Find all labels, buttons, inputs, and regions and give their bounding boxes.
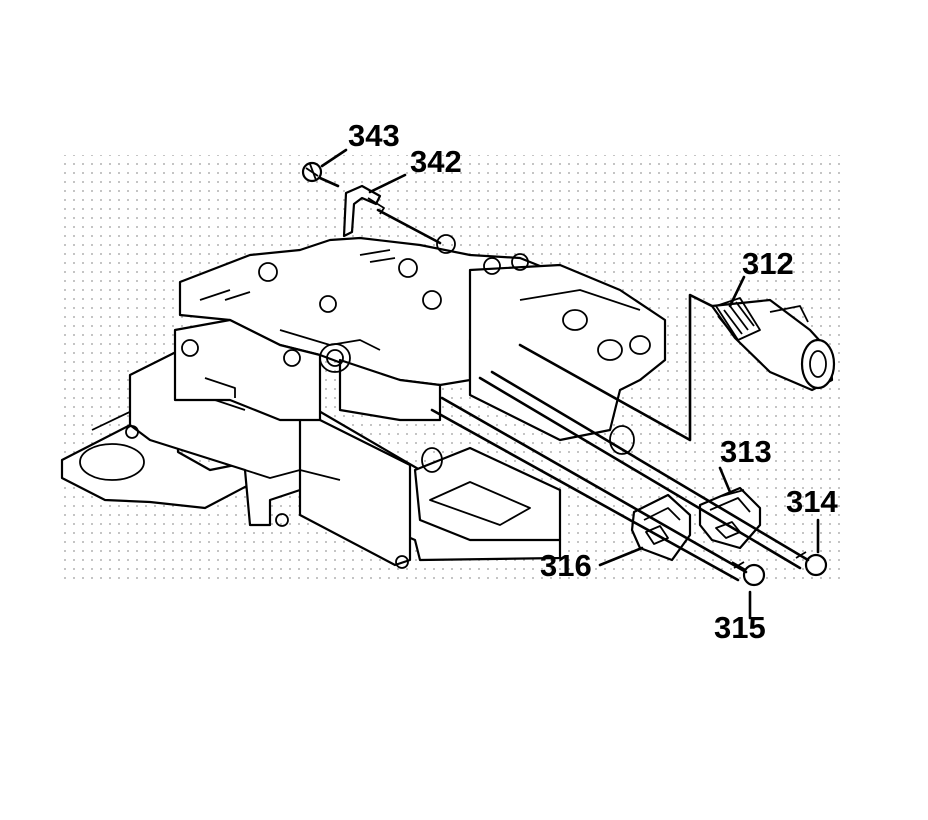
bolt-343 xyxy=(301,161,340,188)
leader-342-to-body xyxy=(376,208,442,245)
callout-leader-343 xyxy=(320,148,348,168)
callout-leader-313 xyxy=(718,466,732,494)
callout-343: 343 xyxy=(348,118,400,153)
solenoid-312 xyxy=(710,297,836,392)
callout-leader-342 xyxy=(368,173,407,194)
leader-315-line-a xyxy=(440,396,748,574)
callout-342: 342 xyxy=(410,144,462,179)
leader-315-line-b xyxy=(430,408,740,582)
leader-313-line xyxy=(478,376,802,570)
callout-315: 315 xyxy=(714,610,766,645)
callout-312: 312 xyxy=(742,246,794,281)
callout-314: 314 xyxy=(786,484,838,519)
leader-312-path xyxy=(518,293,714,442)
leader-314-line xyxy=(490,370,810,562)
callout-313: 313 xyxy=(720,434,772,469)
callout-316: 316 xyxy=(540,548,592,583)
bolt-315 xyxy=(731,561,766,587)
valve-body-housing xyxy=(60,234,667,569)
callout-leader-316 xyxy=(598,546,644,567)
callout-leader-312 xyxy=(728,275,746,308)
